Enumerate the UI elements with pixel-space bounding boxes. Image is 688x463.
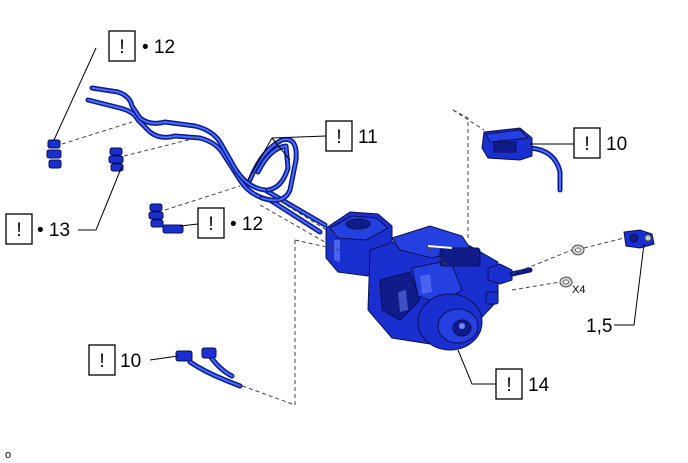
brake-actuator-assembly: [325, 211, 533, 351]
callout-label: • 12: [230, 214, 263, 235]
caution-box: [5, 213, 33, 245]
part-label-1-5: 1,5: [586, 316, 612, 337]
caution-box: [88, 344, 116, 376]
caution-box: [197, 207, 225, 239]
caution-mark: !: [584, 134, 589, 155]
callout-12-top: ! • 12: [108, 30, 175, 62]
brake-line-assembly: [85, 85, 328, 235]
callout-11: ! 11: [325, 120, 378, 152]
callout-label: • 13: [37, 220, 70, 241]
caution-mark: !: [506, 375, 511, 396]
callout-12-lower: ! • 12: [197, 207, 263, 239]
caution-mark: !: [119, 37, 124, 58]
caution-mark: !: [16, 220, 21, 241]
callout-13: ! • 13: [5, 213, 70, 245]
nut-lower: [559, 276, 573, 288]
quantity-label: X4: [572, 284, 585, 296]
caution-mark: !: [99, 351, 104, 372]
caution-box: [325, 120, 353, 152]
callout-14: ! 14: [495, 368, 550, 400]
nut-upper: [571, 244, 585, 256]
assembly-guide-lines: [61, 109, 625, 406]
caution-box: [108, 30, 136, 62]
caution-mark: !: [336, 127, 341, 148]
corner-mark: o: [5, 449, 11, 461]
caution-mark: !: [208, 214, 213, 235]
callout-label: 11: [358, 127, 378, 148]
callout-label: 14: [528, 375, 550, 396]
lower-harness-connector: [175, 347, 243, 389]
callout-label: 10: [606, 134, 627, 155]
callout-label: 10: [120, 351, 141, 372]
pipe-clip-lower: [148, 203, 184, 234]
callout-10-top: ! 10: [573, 127, 627, 159]
pipe-clip-left: [46, 139, 62, 169]
callout-10-lower: ! 10: [88, 344, 141, 376]
pushrod-clevis: [623, 229, 655, 249]
wire-harness-connector: [481, 127, 563, 193]
caution-box: [495, 368, 523, 400]
caution-box: [573, 127, 601, 159]
callout-label: • 12: [142, 37, 175, 58]
pipe-clip-middle: [108, 147, 124, 172]
leader-lines: [53, 47, 645, 385]
